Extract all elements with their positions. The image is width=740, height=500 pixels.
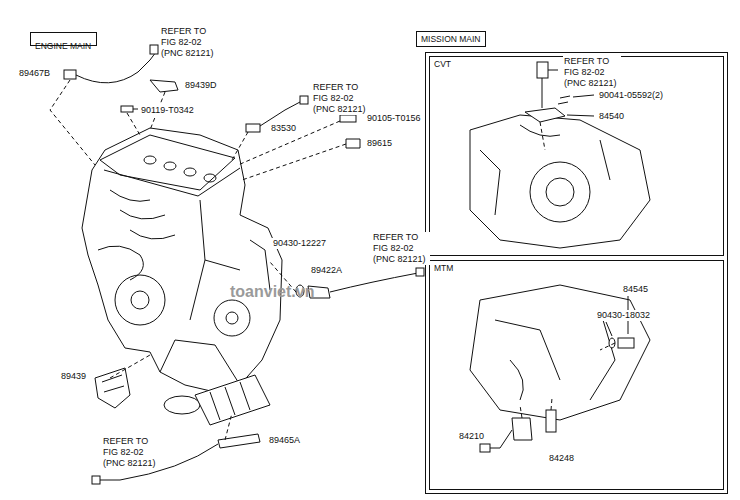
sensor-parts-part xyxy=(121,106,133,112)
leader-lines-part xyxy=(127,113,140,135)
sensor-parts-part xyxy=(150,45,158,54)
sensor-parts-part xyxy=(416,268,424,276)
reference-note: REFER TO FIG 82-02 (PNC 82121) xyxy=(563,56,621,89)
section-header: MISSION MAIN xyxy=(416,31,486,47)
panel-label: MTM xyxy=(434,263,453,273)
leader-lines-part xyxy=(110,355,150,378)
part-number: 89615 xyxy=(366,138,393,149)
engine-drawing-part xyxy=(164,396,200,414)
engine-drawing-part xyxy=(131,291,149,309)
engine-drawing-part xyxy=(204,174,216,182)
leader-lines-part xyxy=(232,132,248,160)
part-number: 90119-T0342 xyxy=(140,105,195,116)
mtm-panel: MTM xyxy=(429,260,724,490)
sensor-parts-part xyxy=(330,273,418,292)
engine-drawing-part xyxy=(100,135,235,190)
manual-transmission-drawing-part xyxy=(600,343,615,350)
leader-lines-part xyxy=(225,413,232,440)
sensor-parts-part xyxy=(92,476,100,484)
cvt-transmission-drawing-part xyxy=(537,62,548,78)
sensor-parts-part xyxy=(76,52,156,83)
part-number: 84210 xyxy=(458,431,485,442)
part-number: 90041-05592(2) xyxy=(598,90,664,101)
part-number: 89439D xyxy=(184,80,218,91)
manual-transmission-drawing-part xyxy=(512,418,532,440)
sensor-parts-part xyxy=(340,115,356,122)
sensor-parts xyxy=(64,45,424,484)
part-number: 90430-12227 xyxy=(272,238,327,249)
reference-note: REFER TO FIG 82-02 (PNC 82121) xyxy=(160,26,218,59)
part-number: 84540 xyxy=(598,111,625,122)
engine-drawing-part xyxy=(214,300,250,336)
cvt-transmission-drawing-part xyxy=(530,162,590,222)
manual-transmission-drawing-part xyxy=(495,310,615,400)
sensor-parts-part xyxy=(300,96,308,104)
engine-drawing-part xyxy=(160,240,270,385)
sensor-parts-part xyxy=(246,124,260,132)
engine-drawing-part xyxy=(164,162,176,170)
engine-drawing-part xyxy=(82,128,282,392)
engine-drawing-part xyxy=(104,168,240,196)
mission-frame: MISSION MAINCVTMTM xyxy=(425,52,728,494)
engine-drawing-part xyxy=(144,156,156,164)
watermark: toanviet.vn xyxy=(230,283,314,301)
leader-lines-part xyxy=(50,80,95,165)
manual-transmission-drawing-part xyxy=(480,444,490,452)
section-header-box: ENGINE MAIN xyxy=(30,32,97,46)
manual-transmission-drawing-part xyxy=(618,338,634,348)
sensor-parts-part xyxy=(133,109,138,110)
engine-drawing-part xyxy=(115,275,165,325)
manual-transmission-drawing-part xyxy=(546,410,556,432)
reference-note: REFER TO FIG 82-02 (PNC 82121) xyxy=(102,436,160,469)
manual-transmission-drawing-part xyxy=(551,398,552,410)
engine-drawing xyxy=(82,128,282,425)
cvt-transmission-drawing-part xyxy=(525,108,565,122)
cvt-transmission-drawing-part xyxy=(548,70,558,71)
part-number: 83530 xyxy=(270,123,297,134)
manual-transmission-drawing-part xyxy=(470,285,650,420)
engine-drawing-part xyxy=(184,168,196,176)
cvt-transmission-drawing-part xyxy=(470,115,650,248)
engine-drawing-part xyxy=(110,190,175,239)
reference-note: REFER TO FIG 82-02 (PNC 82121) xyxy=(312,82,370,115)
cvt-transmission-drawing-part xyxy=(540,122,545,150)
cvt-transmission-drawing-part xyxy=(573,95,594,97)
cvt-transmission-drawing-part xyxy=(558,96,570,104)
engine-drawing-part xyxy=(102,375,124,392)
reference-note: REFER TO FIG 82-02 (PNC 82121) xyxy=(372,232,430,265)
part-number: 84545 xyxy=(622,284,649,295)
part-number: 89422A xyxy=(310,265,343,276)
part-number: 89467B xyxy=(18,68,51,79)
part-number: 90105-T0156 xyxy=(366,113,422,124)
part-number: 90430-18032 xyxy=(596,310,651,321)
sensor-parts-part xyxy=(150,80,178,92)
engine-drawing-part xyxy=(226,312,238,324)
part-number: 89439 xyxy=(60,371,87,382)
cvt-transmission-drawing-part xyxy=(542,78,543,108)
engine-drawing-part xyxy=(190,200,240,320)
engine-drawing-part xyxy=(95,368,130,408)
cvt-transmission-drawing-part xyxy=(567,115,594,116)
leader-lines-part xyxy=(238,121,340,165)
cvt-transmission-drawing-part xyxy=(480,125,610,215)
leader-lines-part xyxy=(242,144,346,180)
part-number: 84248 xyxy=(548,453,575,464)
section-header: ENGINE MAIN xyxy=(35,41,91,51)
panel-label: CVT xyxy=(434,59,451,69)
cvt-transmission-drawing-part xyxy=(546,178,574,206)
sensor-parts-part xyxy=(218,434,260,448)
engine-drawing-part xyxy=(210,382,250,420)
part-number: 89465A xyxy=(268,435,301,446)
sensor-parts-part xyxy=(64,70,76,79)
manual-transmission-drawing-part xyxy=(520,405,522,418)
sensor-parts-part xyxy=(346,139,360,148)
manual-transmission-drawing-part xyxy=(490,430,512,448)
leader-lines xyxy=(50,80,346,440)
engine-drawing-part xyxy=(195,375,270,425)
